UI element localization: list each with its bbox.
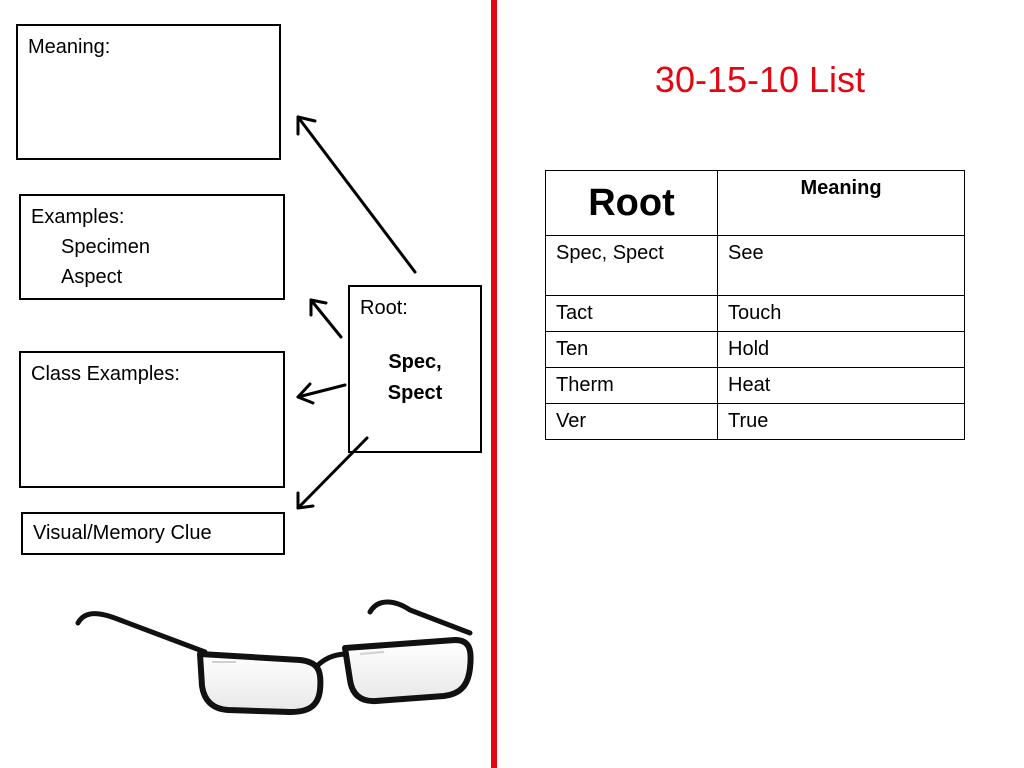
arrow-icon <box>296 382 347 405</box>
table-row: Therm Heat <box>545 367 965 404</box>
meaning-cell: Touch <box>717 295 965 332</box>
roots-table: Root Meaning Spec, Spect See Tact Touch … <box>545 170 965 440</box>
arrow-icon <box>296 115 417 274</box>
header-root: Root <box>545 170 718 236</box>
meaning-box: Meaning: <box>16 24 281 160</box>
arrow-icon <box>309 298 343 339</box>
page-title: 30-15-10 List <box>654 59 866 100</box>
diagram-overlay <box>75 115 474 715</box>
meaning-cell: True <box>717 403 965 440</box>
vertical-divider <box>491 0 497 768</box>
table-row: Spec, Spect See <box>545 235 965 296</box>
class-examples-box: Class Examples: <box>19 351 285 488</box>
table-header-row: Root Meaning <box>545 170 965 236</box>
root-value-line: Spect <box>387 382 443 404</box>
eyeglasses-icon <box>75 599 474 715</box>
table-row: Tact Touch <box>545 295 965 332</box>
examples-box: Examples: Specimen Aspect <box>19 194 285 300</box>
root-cell: Ten <box>545 331 718 368</box>
root-value: Spec, Spect <box>360 347 470 409</box>
examples-label: Examples: <box>31 206 125 228</box>
root-cell: Therm <box>545 367 718 404</box>
table-row: Ten Hold <box>545 331 965 368</box>
root-value-line: Spec, <box>388 351 442 373</box>
root-cell: Tact <box>545 295 718 332</box>
root-cell: Ver <box>545 403 718 440</box>
meaning-cell: Heat <box>717 367 965 404</box>
example-item: Aspect <box>61 266 123 288</box>
visual-memory-clue-box: Visual/Memory Clue <box>21 512 285 555</box>
example-item: Specimen <box>61 236 150 258</box>
root-box: Root: Spec, Spect <box>348 285 482 453</box>
arrow-icon <box>296 436 369 510</box>
visual-memory-clue-label: Visual/Memory Clue <box>33 522 212 544</box>
class-examples-label: Class Examples: <box>31 363 180 385</box>
root-label: Root: <box>360 297 408 319</box>
header-meaning: Meaning <box>717 170 965 236</box>
meaning-label: Meaning: <box>28 36 111 58</box>
meaning-cell: See <box>717 235 965 296</box>
root-cell: Spec, Spect <box>545 235 718 296</box>
table-row: Ver True <box>545 403 965 440</box>
meaning-cell: Hold <box>717 331 965 368</box>
